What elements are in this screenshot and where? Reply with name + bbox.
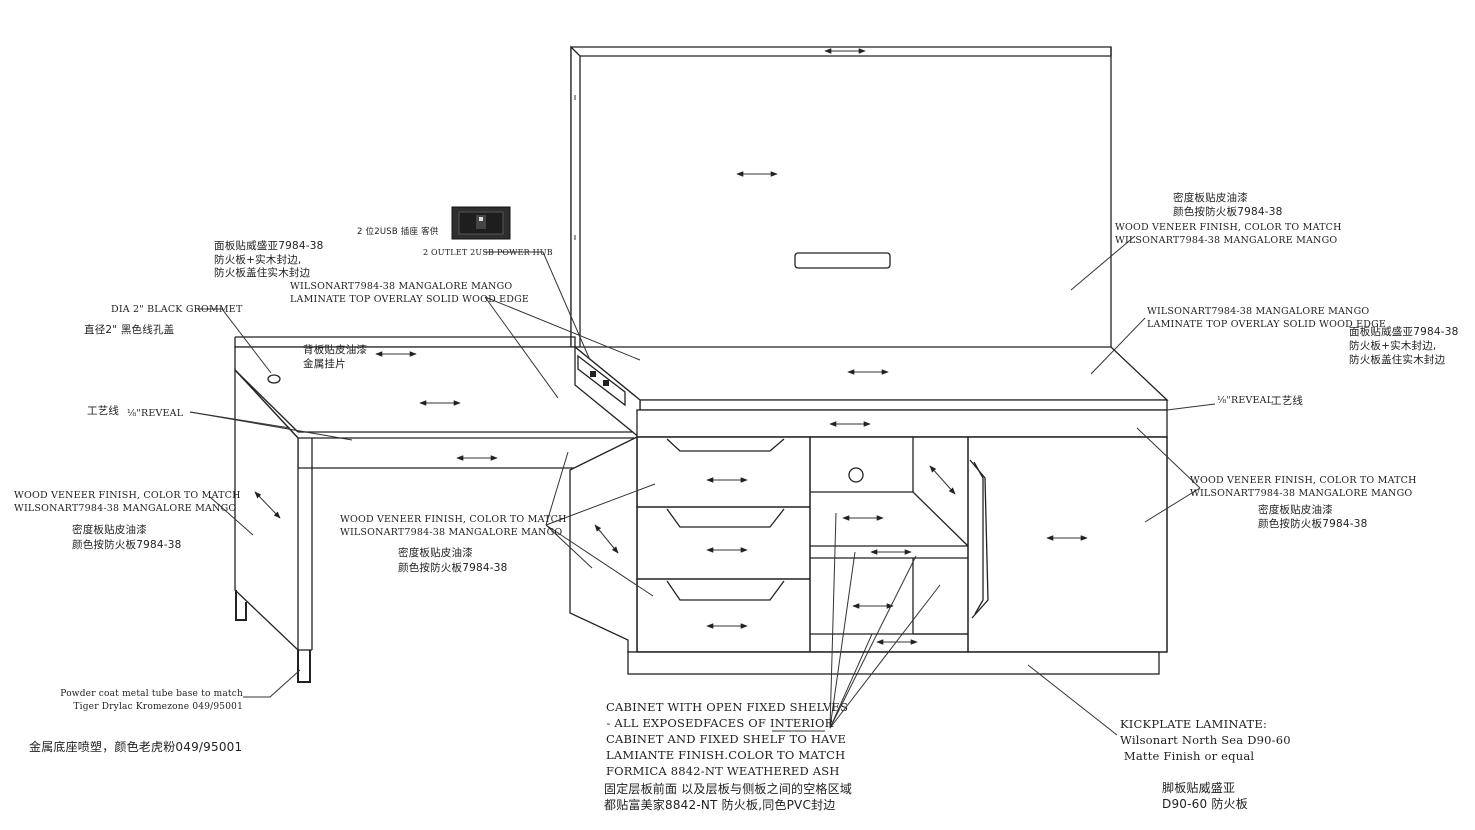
metal-base-label-en: Powder coat metal tube base to match Tig… bbox=[60, 689, 243, 712]
veneer-left-label-cn: 密度板贴皮油漆 颜色按防火板7984-38 bbox=[72, 524, 182, 551]
grommet-label-en: DIA 2" BLACK GROMMET bbox=[111, 304, 243, 315]
reveal-right-label-cn: 工艺线 bbox=[1271, 395, 1304, 407]
hutch-label-cn: 密度板贴皮油漆 颜色按防火板7984-38 bbox=[1173, 192, 1283, 218]
veneer-mid-label-cn: 密度板贴皮油漆 颜色按防火板7984-38 bbox=[398, 547, 508, 574]
hutch-panel bbox=[570, 45, 1112, 353]
veneer-right-label-cn: 密度板贴皮油漆 颜色按防火板7984-38 bbox=[1258, 504, 1368, 530]
laminate-top-left-label: WILSONART7984-38 MANGALORE MANGO LAMINAT… bbox=[290, 281, 530, 305]
hutch-label-en: WOOD VENEER FINISH, COLOR TO MATCH WILSO… bbox=[1115, 222, 1342, 246]
open-shelf-cabinet-label-cn: 固定层板前面 以及层板与侧板之间的空格区域 都贴富美家8842-NT 防火板,同… bbox=[604, 782, 853, 812]
reveal-left-label-en: ⅛"REVEAL bbox=[127, 408, 184, 419]
veneer-mid-label-en: WOOD VENEER FINISH, COLOR TO MATCH WILSO… bbox=[340, 514, 567, 538]
back-panel-label-cn: 背板贴皮油漆 金属挂片 bbox=[303, 344, 368, 370]
kickplate-label-en: KICKPLATE LAMINATE: Wilsonart North Sea … bbox=[1120, 717, 1291, 763]
veneer-right-label-en: WOOD VENEER FINISH, COLOR TO MATCH WILSO… bbox=[1190, 475, 1417, 499]
grain-arrows bbox=[254, 48, 1088, 645]
metal-base-label-cn: 金属底座喷塑，颜色老虎粉049/95001 bbox=[29, 740, 243, 754]
usb-hub-label-en: 2 OUTLET 2USB POWER HUB bbox=[423, 248, 553, 257]
top-right-label-cn: 面板贴威盛亚7984-38 防火板+实木封边, 防火板盖住实木封边 bbox=[1349, 326, 1459, 366]
reveal-left-label-cn: 工艺线 bbox=[87, 405, 120, 417]
veneer-left-label-en: WOOD VENEER FINISH, COLOR TO MATCH WILSO… bbox=[14, 490, 241, 514]
top-finish-label-cn: 面板贴威盛亚7984-38 防火板+实木封边, 防火板盖住实木封边 bbox=[214, 240, 324, 279]
usb-hub-label-cn: 2 位2USB 插座 客供 bbox=[357, 227, 439, 237]
grommet-label-cn: 直径2" 黑色线孔盖 bbox=[84, 324, 175, 336]
open-shelf-cabinet-label-en: CABINET WITH OPEN FIXED SHELVES - ALL EX… bbox=[606, 700, 849, 778]
kickplate-label-cn: 脚板贴威盛亚 D90-60 防火板 bbox=[1162, 781, 1248, 811]
leader-lines bbox=[189, 235, 1216, 736]
credenza bbox=[569, 345, 1169, 675]
reveal-right-label-en: ⅛"REVEAL bbox=[1217, 395, 1274, 406]
usb-hub-photo bbox=[451, 206, 511, 240]
laminate-top-right-label: WILSONART7984-38 MANGALORE MANGO LAMINAT… bbox=[1147, 306, 1387, 330]
